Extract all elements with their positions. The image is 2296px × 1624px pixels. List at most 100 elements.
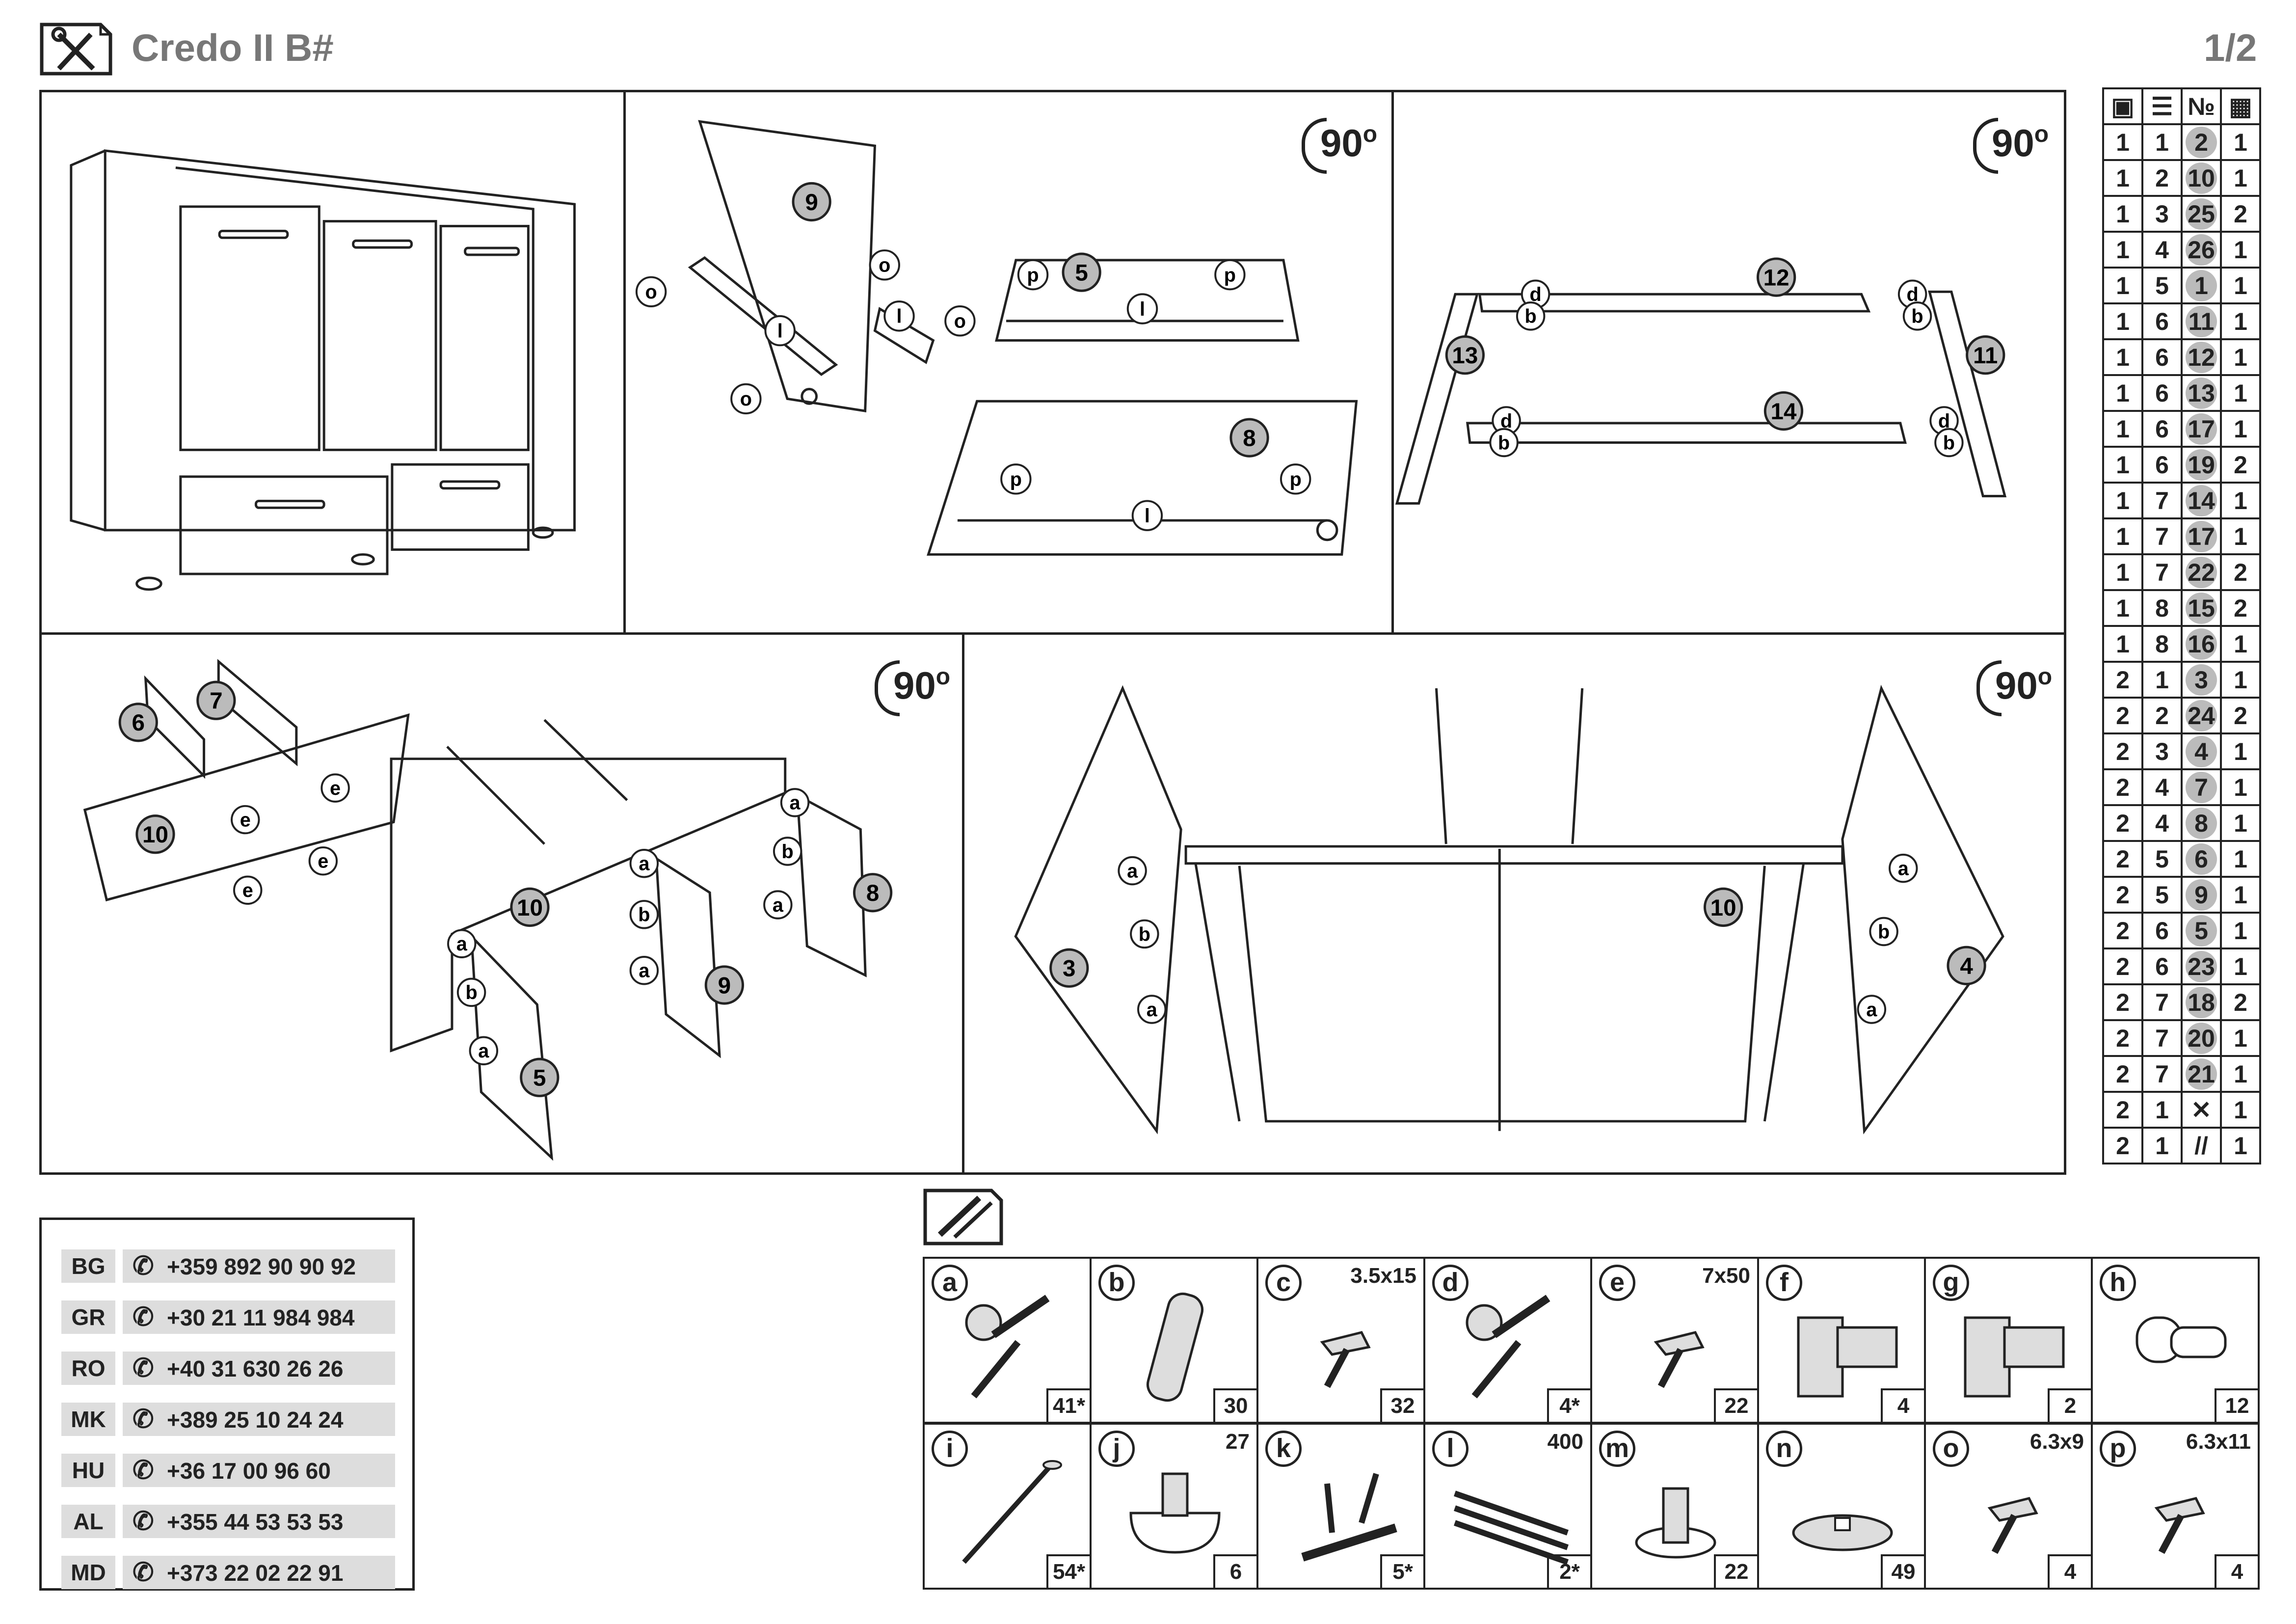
svg-text:a: a [639, 960, 650, 982]
screw-icon [2154, 1497, 2205, 1554]
svg-text:b: b [782, 841, 794, 863]
screw-icon [1654, 1331, 1705, 1388]
svg-text:4: 4 [1960, 953, 1973, 979]
layer-no: 5 [2141, 840, 2183, 878]
package-no: 1 [2102, 517, 2143, 555]
part-number: 10 [2181, 159, 2222, 197]
hardware-quantity: 32 [1380, 1388, 1423, 1422]
quantity: 1 [2220, 768, 2261, 806]
layer-no: 4 [2141, 804, 2183, 842]
svg-text:a: a [478, 1040, 489, 1062]
svg-text:a: a [1147, 999, 1158, 1021]
phone-number: ✆+355 44 53 53 53 [123, 1505, 395, 1538]
step-4-panel: 6 7 10 10 9 8 5 e e e e a b a a b a a b … [39, 632, 964, 1175]
step-2-illustration: 9 5 8 o o o o l l l l p p p p [635, 120, 1358, 556]
svg-text:p: p [1290, 469, 1302, 490]
hardware-quantity: 22 [1714, 1554, 1757, 1588]
part-number: 25 [2181, 195, 2222, 233]
country-code: GR [61, 1300, 115, 1334]
hardware-letter: l [1432, 1431, 1468, 1467]
phone-number-text: +359 892 90 90 92 [167, 1254, 356, 1279]
quantity: 1 [2220, 374, 2261, 412]
svg-text:9: 9 [805, 189, 818, 216]
package-no: 2 [2102, 1055, 2143, 1093]
quantity: 1 [2220, 1091, 2261, 1129]
package-no: 2 [2102, 912, 2143, 949]
handle-icon [1301, 1473, 1397, 1562]
svg-text:p: p [1027, 264, 1039, 286]
part-number: 18 [2181, 983, 2222, 1021]
phone-number: ✆+40 31 630 26 26 [123, 1352, 395, 1385]
svg-text:13: 13 [1452, 343, 1478, 369]
quantity: 1 [2220, 804, 2261, 842]
layer-no: 6 [2141, 302, 2183, 340]
quantity: 2 [2220, 446, 2261, 484]
hardware-letter: f [1766, 1265, 1802, 1301]
rotate-90-icon: 90o [1976, 660, 2052, 716]
package-no: 1 [2102, 338, 2143, 376]
tools-icon: ✕ [2181, 1091, 2222, 1129]
phone-number: ✆+389 25 10 24 24 [123, 1403, 395, 1436]
nail-icon [962, 1460, 1062, 1564]
quantity: 2 [2220, 589, 2261, 627]
svg-text:l: l [897, 306, 902, 327]
hardware-size: 7x50 [1702, 1264, 1750, 1288]
hardware-size: 6.3x9 [2029, 1430, 2084, 1454]
svg-text:o: o [740, 388, 752, 410]
hinge-icon [1797, 1316, 1898, 1398]
package-no: 2 [2102, 661, 2143, 699]
screw-icon [1320, 1331, 1371, 1388]
phone-number-text: +373 22 02 22 91 [167, 1560, 344, 1586]
hardware-quantity: 2 [2048, 1388, 2091, 1422]
svg-text:e: e [240, 809, 251, 831]
svg-text:p: p [1224, 264, 1236, 286]
shelf-pin-icon [2136, 1316, 2227, 1363]
layer-no: 6 [2141, 374, 2183, 412]
quantity: 1 [2220, 482, 2261, 519]
hardware-quantity: 54* [1046, 1554, 1090, 1588]
svg-text:a: a [790, 792, 801, 814]
hardware-letter: p [2100, 1431, 2136, 1467]
package-no: 1 [2102, 482, 2143, 519]
phone-number-text: +30 21 11 984 984 [167, 1305, 355, 1330]
part-number: 11 [2181, 302, 2222, 340]
svg-text:a: a [456, 933, 468, 955]
svg-text:5: 5 [533, 1065, 546, 1091]
stack-icon: ☰ [2141, 87, 2183, 125]
cam-lock-icon [965, 1295, 1050, 1399]
package-no: 1 [2102, 625, 2143, 663]
rails-icon: // [2181, 1127, 2222, 1164]
svg-text:12: 12 [1763, 265, 1789, 291]
hardware-letter: g [1933, 1265, 1969, 1301]
layer-no: 3 [2141, 732, 2183, 770]
box-icon: ▣ [2102, 87, 2143, 125]
step-2-panel: 9 5 8 o o o o l l l l p p p p 90o [623, 90, 1394, 635]
hardware-quantity: 41* [1046, 1388, 1090, 1422]
package-no: 2 [2102, 768, 2143, 806]
svg-text:e: e [330, 778, 341, 799]
layer-no: 6 [2141, 947, 2183, 985]
layer-no: 5 [2141, 267, 2183, 304]
svg-text:b: b [1139, 923, 1150, 945]
layer-no: 2 [2141, 697, 2183, 734]
part-number: 22 [2181, 553, 2222, 591]
hardware-quantity: 2* [1547, 1554, 1590, 1588]
page-title: Credo II B# [132, 26, 334, 69]
hardware-size: 27 [1226, 1430, 1250, 1454]
hardware-quantity: 4* [1547, 1388, 1590, 1422]
layer-no: 7 [2141, 983, 2183, 1021]
layer-no: 1 [2141, 1127, 2183, 1164]
tools-icon [40, 23, 112, 76]
